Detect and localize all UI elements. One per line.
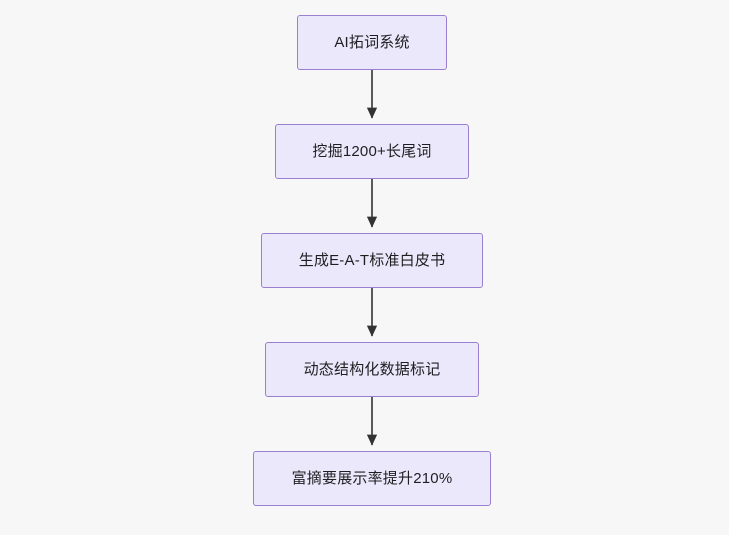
flow-node-label: 动态结构化数据标记 — [303, 360, 441, 378]
flow-node-generate-eat-whitepaper[interactable]: 生成E-A-T标准白皮书 — [261, 233, 483, 288]
flow-node-label: 挖掘1200+长尾词 — [312, 142, 432, 160]
flow-node-rich-snippet-rate-increase[interactable]: 富摘要展示率提升210% — [253, 451, 491, 506]
flow-node-dynamic-structured-data-markup[interactable]: 动态结构化数据标记 — [265, 342, 479, 397]
flow-node-ai-keyword-system[interactable]: AI拓词系统 — [297, 15, 447, 70]
flow-node-label: 生成E-A-T标准白皮书 — [298, 251, 446, 269]
flow-node-label: AI拓词系统 — [334, 33, 410, 51]
flow-node-label: 富摘要展示率提升210% — [291, 469, 453, 487]
flow-node-mine-longtail-keywords[interactable]: 挖掘1200+长尾词 — [275, 124, 469, 179]
